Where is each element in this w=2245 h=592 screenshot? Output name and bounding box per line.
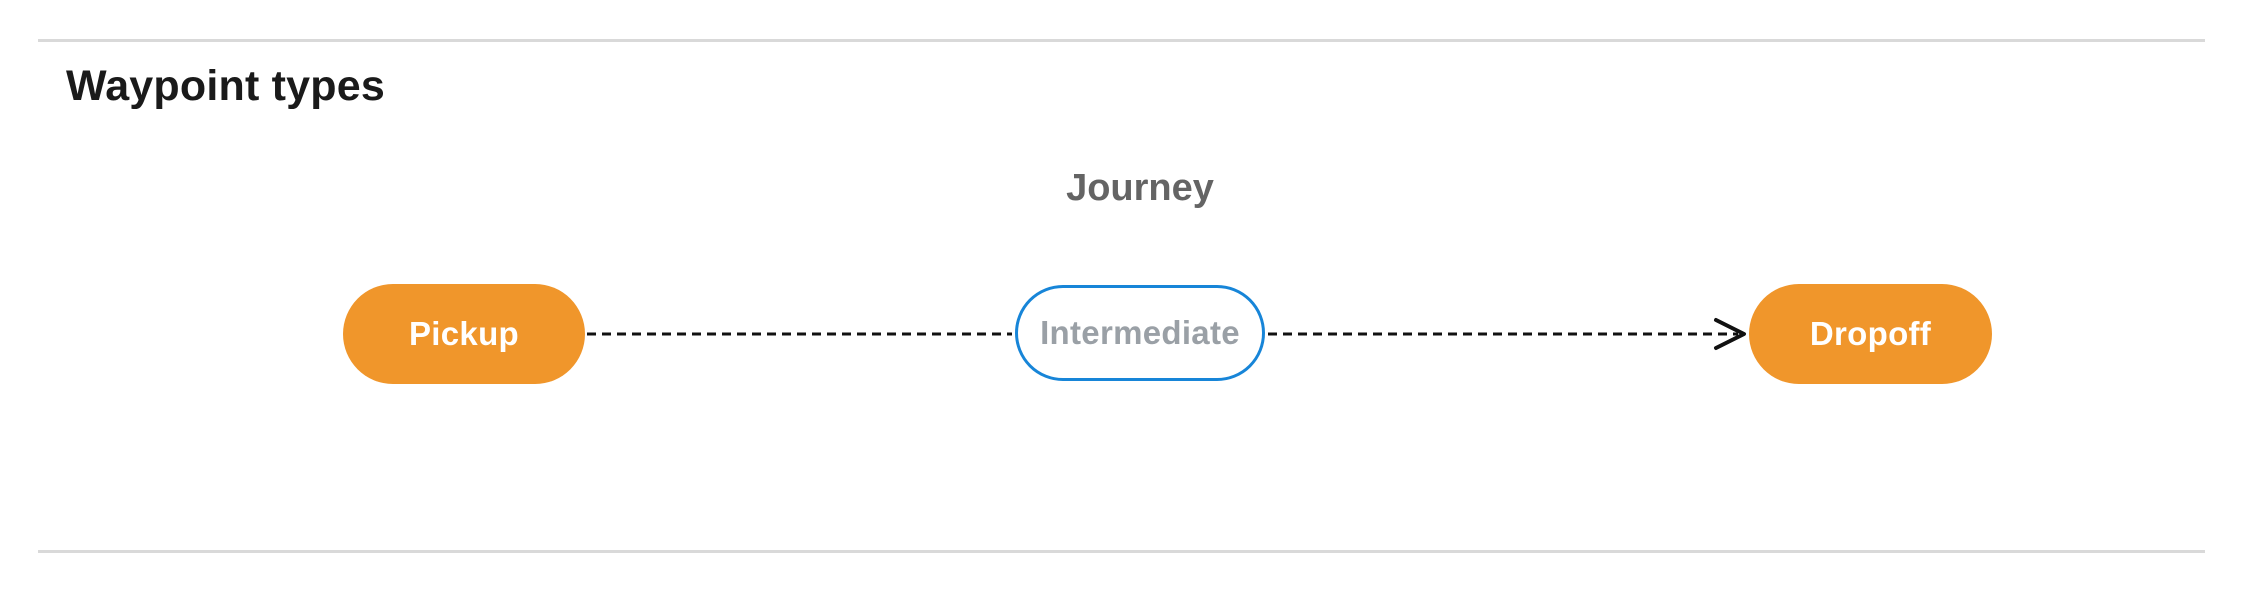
node-pickup: Pickup	[343, 284, 585, 384]
bottom-divider	[38, 550, 2205, 553]
node-dropoff-label: Dropoff	[1809, 315, 1932, 352]
arrowhead-icon	[1714, 318, 1746, 350]
top-divider	[38, 39, 2205, 42]
section-heading: Waypoint types	[66, 62, 385, 110]
node-intermediate-label: Intermediate	[1040, 314, 1240, 351]
node-intermediate: Intermediate	[1015, 285, 1265, 381]
node-pickup-label: Pickup	[408, 315, 519, 352]
node-dropoff: Dropoff	[1749, 284, 1992, 384]
journey-diagram-title: Journey	[1066, 167, 1214, 209]
